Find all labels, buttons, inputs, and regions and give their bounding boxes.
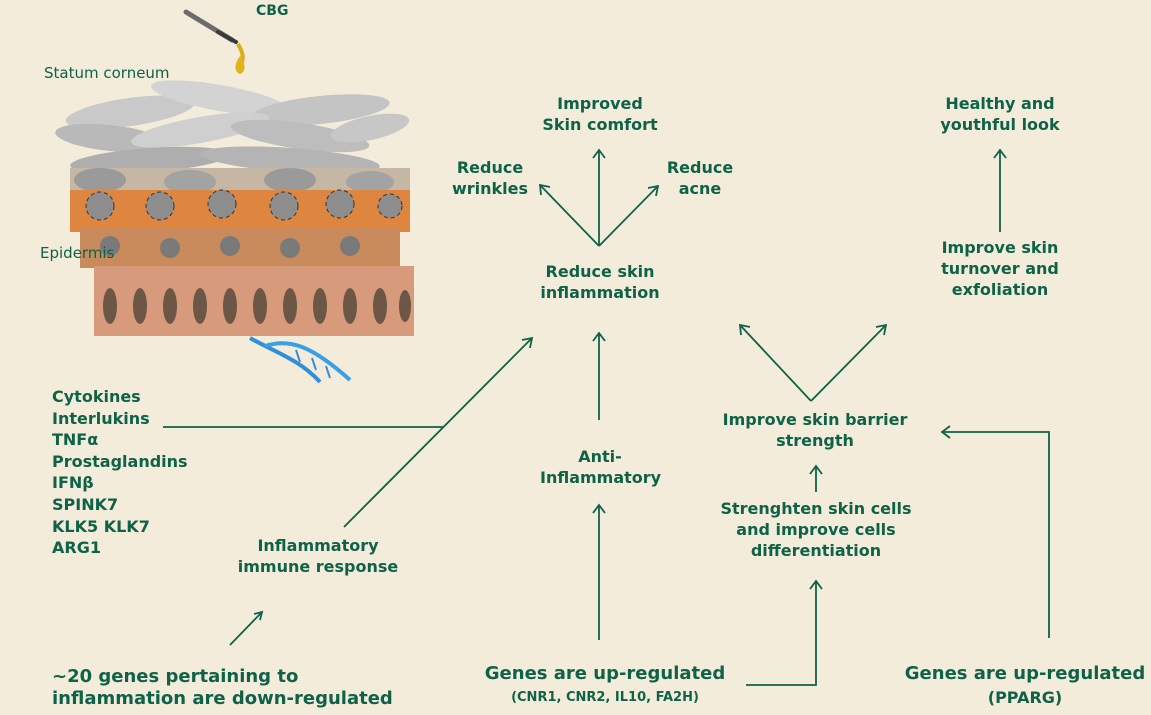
node-reduce-wrinkles: Reduce wrinkles bbox=[440, 158, 540, 200]
node-reduce-acne: Reduce acne bbox=[660, 158, 740, 200]
node-anti-inflammatory: Anti- Inflammatory bbox=[540, 447, 660, 489]
inflammation-markers-list: Cytokines Interlukins TNFα Prostaglandin… bbox=[52, 386, 212, 559]
node-improved-skin-comfort: Improved Skin comfort bbox=[540, 94, 660, 136]
node-improve-barrier-strength: Improve skin barrier strength bbox=[710, 410, 920, 452]
node-genes-up-regulated-pparg: Genes are up-regulated bbox=[900, 662, 1150, 685]
node-inflammatory-immune-response: Inflammatory immune response bbox=[228, 536, 408, 578]
node-pparg-gene: (PPARG) bbox=[900, 688, 1150, 709]
node-reduce-skin-inflammation: Reduce skin inflammation bbox=[530, 262, 670, 304]
dropper-label: CBG bbox=[256, 2, 288, 20]
node-healthy-youthful-look: Healthy and youthful look bbox=[930, 94, 1070, 136]
node-genes-up-regulated: Genes are up-regulated bbox=[470, 662, 740, 685]
node-genes-down-regulated: ~20 genes pertaining to inflammation are… bbox=[52, 666, 432, 709]
stratum-corneum-label: Statum corneum bbox=[44, 64, 170, 84]
node-strengthen-skin-cells: Strenghten skin cells and improve cells … bbox=[705, 499, 927, 561]
node-improve-skin-turnover: Improve skin turnover and exfoliation bbox=[920, 238, 1080, 300]
epidermis-label: Epidermis bbox=[40, 244, 114, 264]
node-genes-up-regulated-list: (CNR1, CNR2, IL10, FA2H) bbox=[470, 690, 740, 707]
